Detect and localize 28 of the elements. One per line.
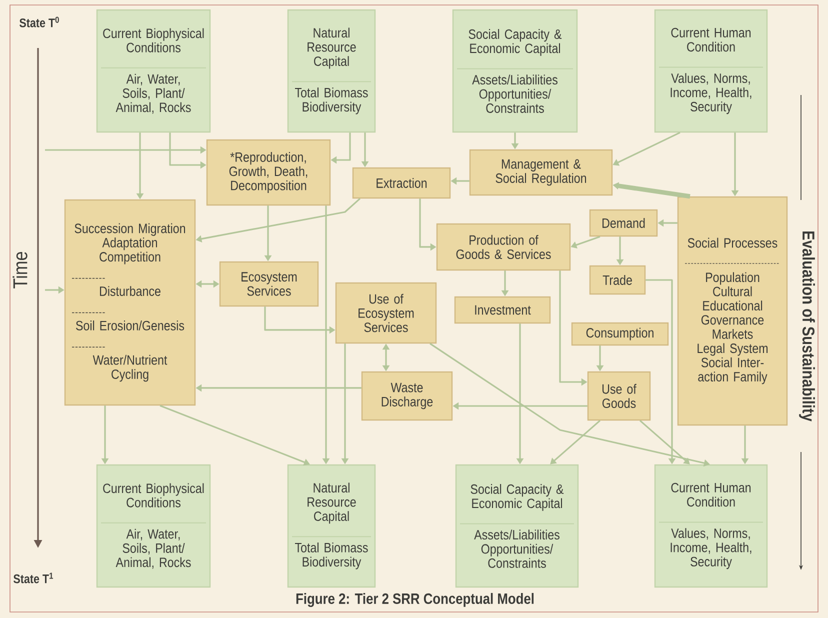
process-box: Production of Goods & Services bbox=[436, 223, 571, 271]
process-box: Consumption bbox=[571, 322, 669, 346]
state-box: Natural Resource Capital Total Biomass Biodiversity bbox=[287, 464, 376, 588]
process-box: *Reproduction, Growth, Death, Decomposition bbox=[206, 139, 331, 206]
process-box: Use of Ecosystem Services bbox=[335, 282, 437, 344]
axis-label: Time bbox=[12, 252, 28, 288]
arrow bbox=[639, 420, 690, 464]
state-box: Current Human Condition Values, Norms, Income, Health, Security bbox=[654, 464, 768, 588]
process-box: Succession Migration Adaptation Competition Disturbance Soil Erosion/Genesis Water/Nutrient Cycling bbox=[64, 199, 196, 406]
process-box: Waste Discharge bbox=[361, 371, 453, 421]
arrow bbox=[550, 420, 601, 464]
process-box: Use of Goods bbox=[587, 371, 651, 421]
process-box: Trade bbox=[589, 265, 646, 295]
state-label: State T$^{0}$ bbox=[20, 16, 59, 28]
process-box: Demand bbox=[589, 209, 658, 237]
state-box: Current Human Condition Values, Norms, Income, Health, Security bbox=[654, 9, 768, 133]
state-box: Current Biophysical Conditions Air, Water, Soils, Plant/ Animal, Rocks bbox=[96, 464, 211, 588]
state-box: Social Capacity & Economic Capital Assets/Liabilities Opportunities/ Constraints bbox=[455, 464, 579, 588]
process-box: Ecosystem Services bbox=[219, 261, 319, 307]
state-box: Natural Resource Capital Total Biomass Biodiversity bbox=[287, 9, 376, 133]
process-box: Extraction bbox=[352, 167, 451, 199]
state-box: Current Biophysical Conditions Air, Water, Soils, Plant/ Animal, Rocks bbox=[96, 9, 211, 133]
process-box: Management & Social Regulation bbox=[469, 149, 613, 196]
state-box: Social Capacity & Economic Capital Assets/Liabilities Opportunities/ Constraints bbox=[452, 9, 578, 133]
process-box: Social Processes Population Cultural Educational Governance Markets Legal System Social Inter- action Family bbox=[677, 196, 788, 426]
state-label: State T$^{1}$ bbox=[14, 572, 54, 584]
process-box: Investment bbox=[454, 296, 551, 324]
caption: Figure 2: Tier 2 SRR Conceptual Model bbox=[296, 592, 534, 608]
